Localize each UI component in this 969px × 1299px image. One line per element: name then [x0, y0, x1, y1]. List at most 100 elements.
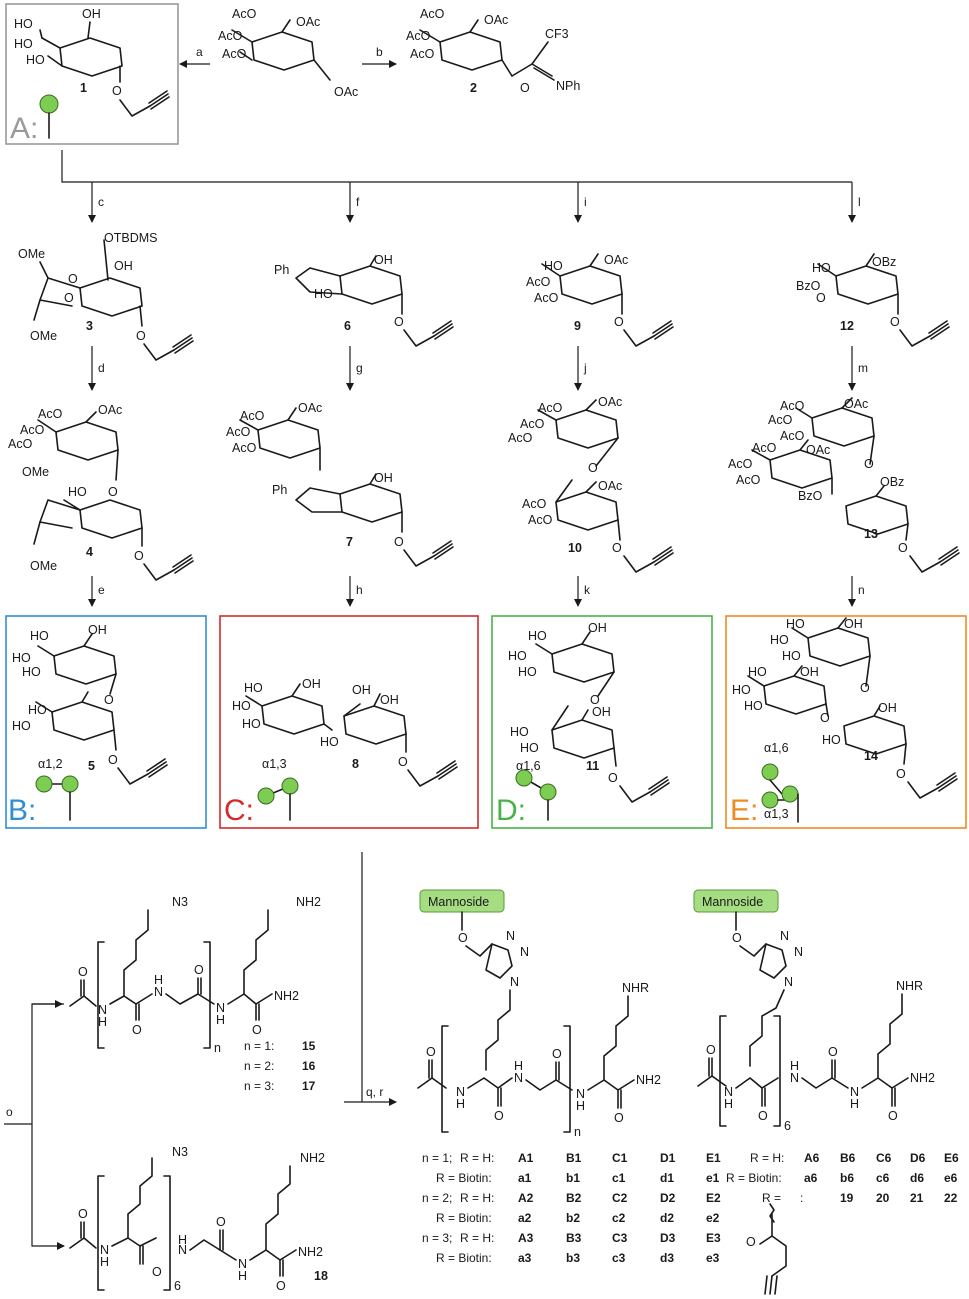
reagent-m: m: [858, 361, 868, 375]
n-label: N: [780, 929, 789, 943]
n-label: N: [178, 1243, 187, 1257]
compound-number: 12: [840, 319, 854, 333]
compound-id: c3: [612, 1251, 626, 1265]
compound-id: b2: [566, 1211, 580, 1225]
compound-id: C6: [876, 1151, 892, 1165]
compound-id: a2: [518, 1211, 532, 1225]
reagent-i: i: [584, 195, 587, 209]
reagent-n: n: [858, 583, 865, 597]
nhr-label: NHR: [896, 979, 923, 993]
compound-number: 8: [352, 757, 359, 771]
compound-id: d2: [660, 1211, 674, 1225]
mannose-symbol: [781, 785, 799, 803]
compound-4: AcO AcO AcO OAc OMe HO O OMe O 4: [8, 403, 194, 581]
aco-label: AcO: [768, 413, 793, 427]
n-label: N: [724, 1085, 733, 1099]
o-label: O: [108, 753, 118, 767]
compound-id: b1: [566, 1171, 580, 1185]
box-d: [491, 615, 713, 829]
ho-label: HO: [508, 649, 527, 663]
h-label: H: [790, 1059, 799, 1073]
repeat-n: n: [214, 1041, 221, 1055]
nh2-label: NH2: [296, 895, 321, 909]
reagent-f: f: [356, 195, 360, 209]
aco-label: AcO: [218, 29, 243, 43]
o-label: O: [108, 485, 118, 499]
n3-label: N3: [172, 895, 188, 909]
nh2-label: NH2: [300, 1151, 325, 1165]
box-b: [5, 615, 207, 829]
n-value: n = 3;: [422, 1231, 452, 1245]
compound-id: c2: [612, 1211, 626, 1225]
linkage-label: α1,6: [764, 741, 789, 755]
oac-label: OAc: [98, 403, 122, 417]
linkage-label: α1,3: [764, 807, 789, 821]
n-label: N: [576, 1087, 585, 1101]
compound-number: 2: [470, 81, 477, 95]
repeat-6: 6: [174, 1279, 181, 1293]
oac-label: OAc: [806, 443, 830, 457]
compound-id: 22: [944, 1191, 958, 1205]
n-value: n = 1;: [422, 1151, 452, 1165]
cf3-label: CF3: [545, 27, 569, 41]
o-label: O: [816, 291, 826, 305]
n-label: N: [238, 1257, 247, 1271]
h-label: H: [238, 1269, 247, 1283]
aco-label: AcO: [20, 423, 45, 437]
ho-label: HO: [12, 719, 31, 733]
aco-label: AcO: [508, 431, 533, 445]
o-label: O: [614, 315, 624, 329]
oh-label: OH: [82, 7, 101, 21]
compound-number: 4: [86, 545, 93, 559]
compound-id: c6: [876, 1171, 890, 1185]
o-label: O: [78, 1207, 88, 1221]
oh-label: OH: [878, 701, 897, 715]
compound-id: A3: [518, 1231, 534, 1245]
o-label: O: [78, 965, 88, 979]
ho-label: HO: [232, 699, 251, 713]
oac-label: OAc: [334, 85, 358, 99]
n-value: n = 3:: [244, 1079, 274, 1093]
compound-id: D3: [660, 1231, 676, 1245]
n-label: N: [850, 1085, 859, 1099]
ome-label: OMe: [22, 465, 49, 479]
mannose-symbol: [761, 763, 779, 781]
n-label: N: [100, 1243, 109, 1257]
compound-7: AcO AcO AcO OAc Ph OH O 7: [226, 401, 454, 567]
h-label: H: [216, 1013, 225, 1027]
compound-14: HO OH HO HO HO OH O HO HO OH O HO O 14: [732, 617, 958, 799]
h-label: H: [724, 1097, 733, 1111]
o-label: O: [152, 1265, 162, 1279]
compound-2: AcO AcO AcO OAc CF3 NPh O 2: [406, 7, 580, 95]
o-label: O: [588, 461, 598, 475]
compound-id: A2: [518, 1191, 534, 1205]
reagent-d: d: [98, 361, 105, 375]
n-label: N: [506, 929, 515, 943]
compound-id: B3: [566, 1231, 582, 1245]
compound-id: 20: [876, 1191, 890, 1205]
r-group-label: R = H:: [460, 1191, 494, 1205]
ome-label: OMe: [30, 329, 57, 343]
n-label: N: [794, 945, 803, 959]
compound-number: 17: [302, 1079, 316, 1093]
aco-label: AcO: [226, 425, 251, 439]
r-group-label: R =: [762, 1191, 781, 1205]
aco-label: AcO: [520, 417, 545, 431]
o-label: O: [898, 541, 908, 555]
nh2-label: NH2: [910, 1071, 935, 1085]
ho-label: HO: [68, 485, 87, 499]
box-c: [219, 615, 479, 829]
r-group-label: R = Biotin:: [436, 1251, 492, 1265]
ho-label: HO: [244, 681, 263, 695]
product-glycopeptide-6: Mannoside O N N N O N H O 6 H N O N H O: [693, 889, 935, 1133]
ho-label: HO: [242, 717, 261, 731]
o-label: O: [864, 457, 874, 471]
o-label: O: [252, 1023, 262, 1037]
o-label: O: [494, 1109, 504, 1123]
ho-label: HO: [770, 633, 789, 647]
aco-label: AcO: [736, 473, 761, 487]
o-label: O: [136, 329, 146, 343]
ho-label: HO: [14, 37, 33, 51]
ho-label: HO: [822, 733, 841, 747]
compound-number: 16: [302, 1059, 316, 1073]
